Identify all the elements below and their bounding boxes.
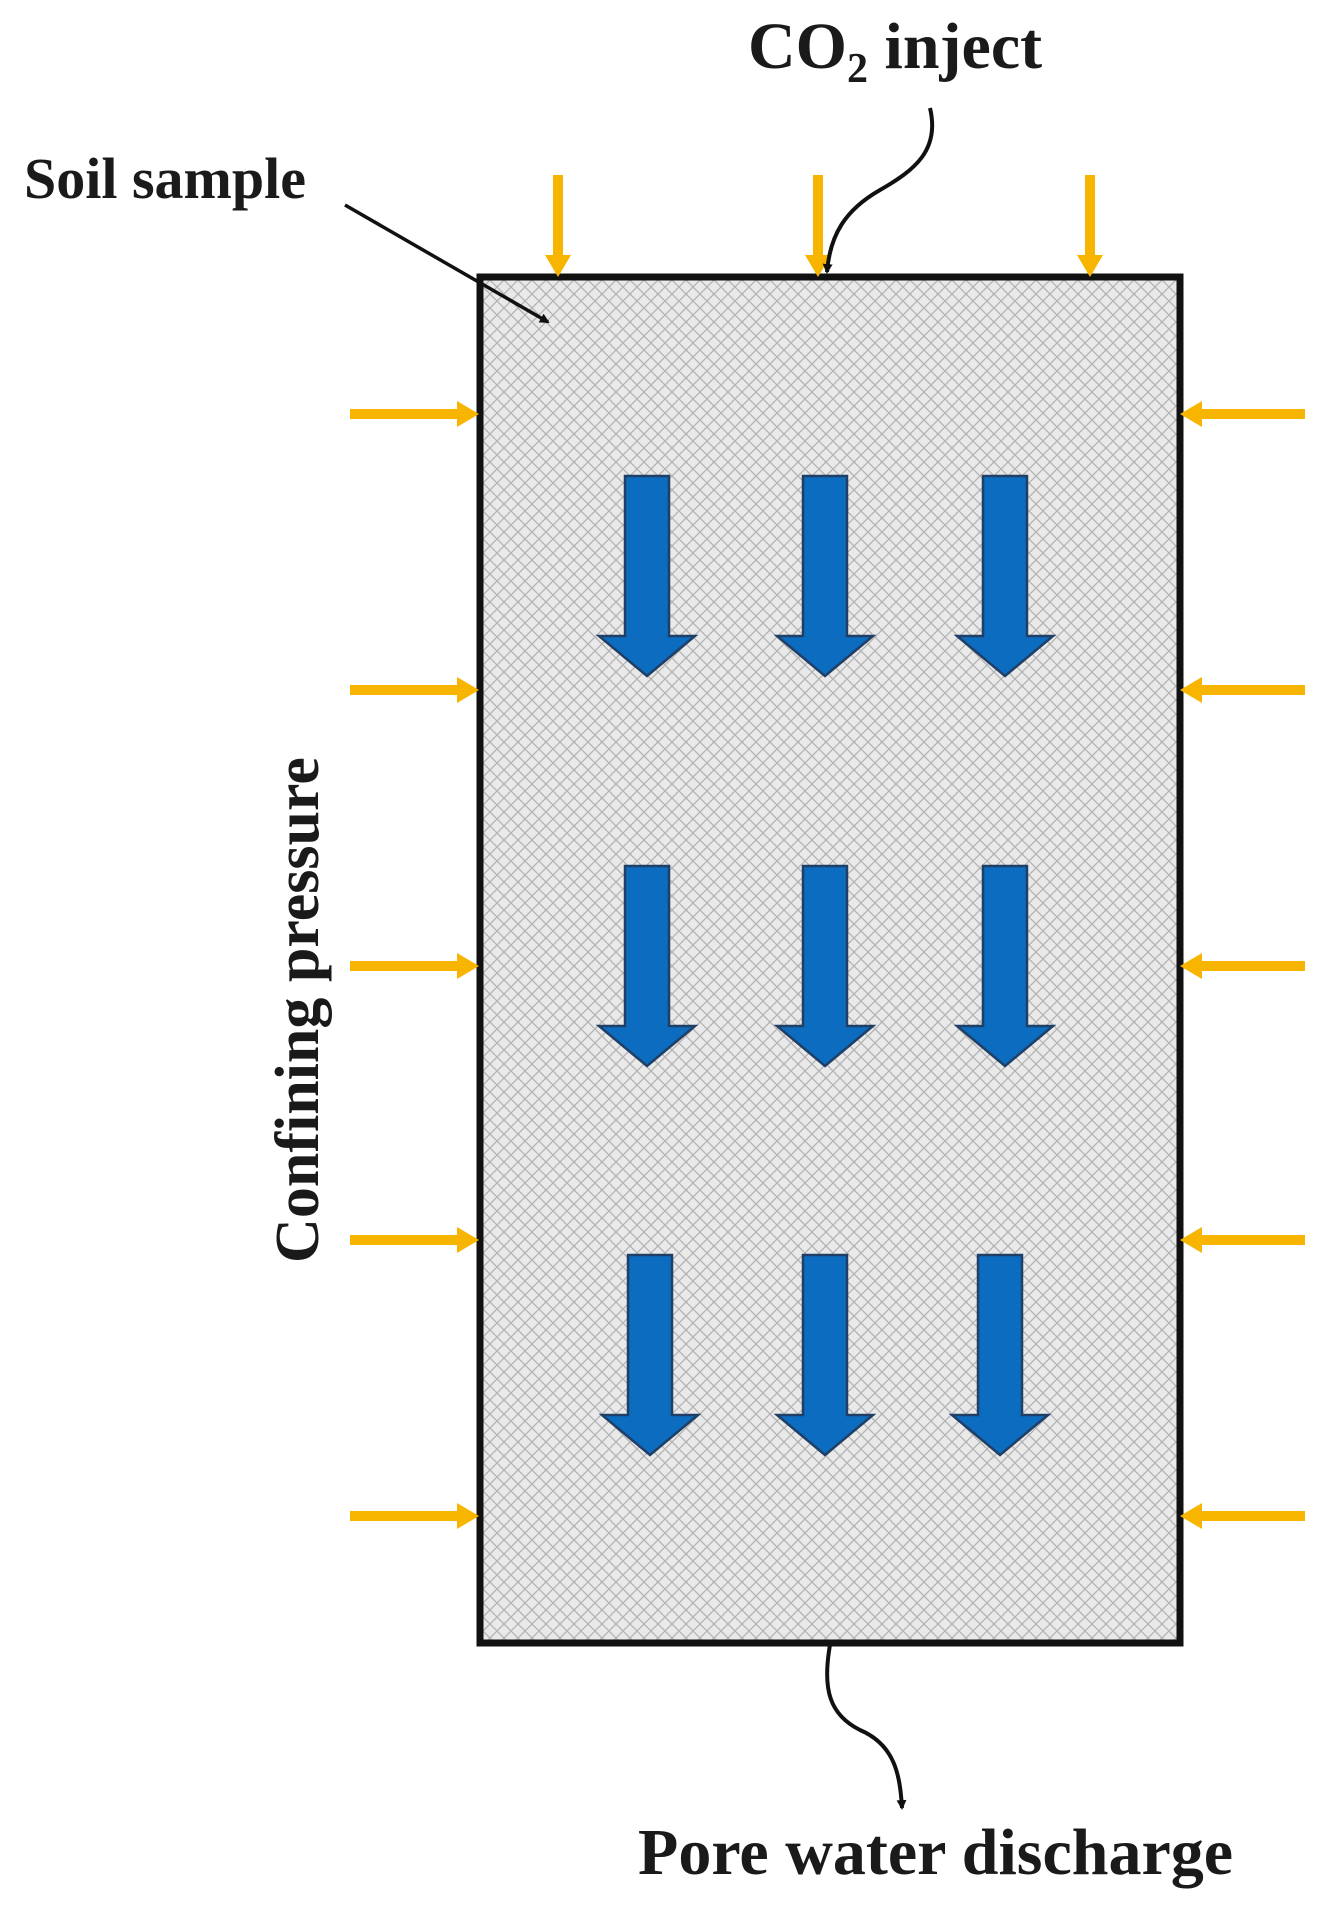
left-pressure-arrows bbox=[350, 401, 479, 1529]
arrow-right-icon bbox=[350, 953, 479, 979]
soil-sample-pointer bbox=[344, 203, 550, 324]
block-arrow-down-icon bbox=[773, 864, 877, 1068]
arrow-left-icon bbox=[1180, 1227, 1305, 1253]
arrow-right-icon bbox=[350, 1503, 479, 1529]
right-pressure-arrows bbox=[1180, 401, 1305, 1529]
block-arrow-down-icon bbox=[948, 1253, 1052, 1457]
arrow-down-icon bbox=[545, 175, 571, 277]
arrow-right-icon bbox=[350, 1227, 479, 1253]
block-arrow-down-icon bbox=[595, 864, 699, 1068]
co2-inject-pointer bbox=[822, 107, 935, 274]
co2-inject-label: CO2 inject bbox=[748, 10, 1042, 92]
flow-arrows-group bbox=[595, 474, 1057, 1457]
arrow-left-icon bbox=[1180, 953, 1305, 979]
block-arrow-down-icon bbox=[953, 474, 1057, 678]
block-arrow-down-icon bbox=[595, 474, 699, 678]
block-arrow-down-icon bbox=[773, 1253, 877, 1457]
arrow-left-icon bbox=[1180, 401, 1305, 427]
arrow-right-icon bbox=[350, 677, 479, 703]
pore-water-discharge-label: Pore water discharge bbox=[638, 1816, 1233, 1889]
block-arrow-down-icon bbox=[773, 474, 877, 678]
arrow-right-icon bbox=[350, 401, 479, 427]
arrow-down-icon bbox=[805, 175, 831, 277]
confining-pressure-label: Confining pressure bbox=[264, 757, 332, 1263]
block-arrow-down-icon bbox=[953, 864, 1057, 1068]
top-pressure-arrows bbox=[545, 175, 1103, 277]
arrow-left-icon bbox=[1180, 677, 1305, 703]
pore-water-pointer bbox=[825, 1644, 907, 1810]
arrow-left-icon bbox=[1180, 1503, 1305, 1529]
block-arrow-down-icon bbox=[598, 1253, 702, 1457]
arrow-down-icon bbox=[1077, 175, 1103, 277]
soil-sample-label: Soil sample bbox=[24, 146, 306, 211]
